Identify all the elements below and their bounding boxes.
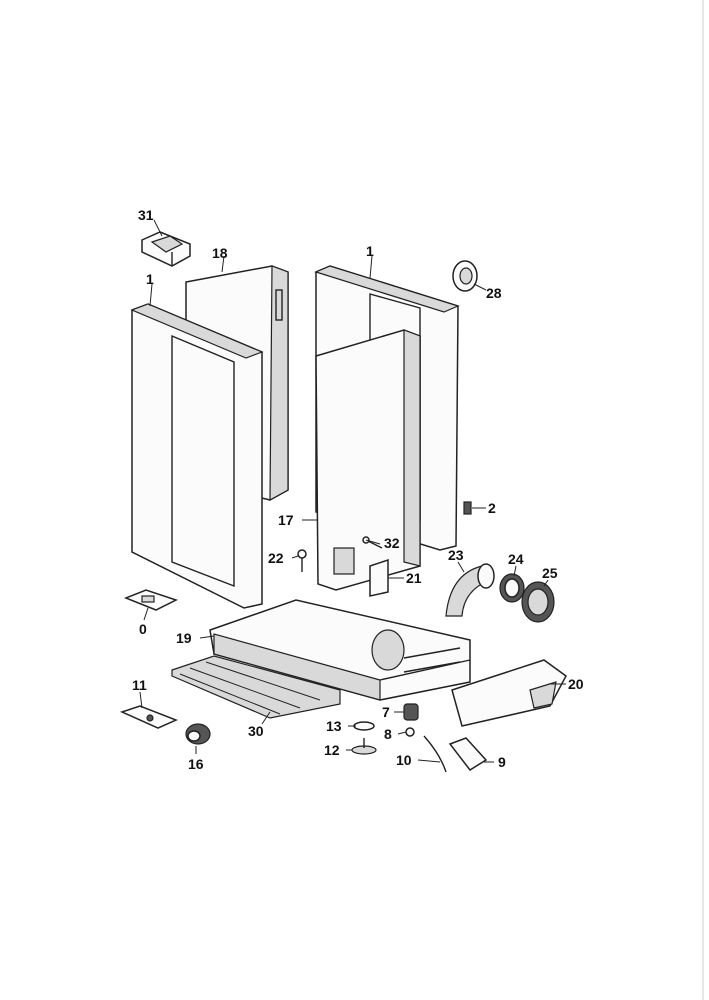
part-17-front-panel: [315, 329, 421, 591]
label-31: 31: [138, 207, 154, 223]
part-7-bushing: [403, 703, 419, 721]
leader-lines: [139, 219, 566, 763]
part-16-foot: [185, 723, 211, 745]
label-18: 18: [212, 245, 228, 261]
part-32-screw: [362, 536, 383, 549]
label-9: 9: [498, 754, 506, 770]
part-1-left-side-panel: [130, 303, 264, 609]
part-13-washer: [353, 721, 375, 731]
label-7: 7: [382, 704, 390, 720]
part-23-hose: [445, 563, 495, 617]
label-2: 2: [488, 500, 496, 516]
label-1-right: 1: [366, 243, 374, 259]
part-22-screw: [297, 549, 307, 572]
label-12: 12: [324, 742, 340, 758]
label-20: 20: [568, 676, 584, 692]
label-30: 30: [248, 723, 264, 739]
part-8-nut: [405, 727, 415, 737]
label-13: 13: [326, 718, 342, 734]
label-11: 11: [132, 677, 147, 693]
label-16: 16: [188, 756, 204, 772]
label-28: 28: [486, 285, 502, 301]
part-10-spring: [423, 735, 447, 773]
part-24-ring: [499, 573, 525, 603]
label-10: 10: [396, 752, 412, 768]
part-21-cover: [369, 558, 389, 597]
part-11-bracket: [119, 705, 178, 729]
part-25-cap: [521, 581, 555, 623]
label-19: 19: [176, 630, 192, 646]
label-25: 25: [542, 565, 558, 581]
label-0: 0: [139, 621, 147, 637]
part-12-foot: [351, 738, 377, 755]
part-19-base-frame: [209, 599, 471, 701]
part-30-mesh-tray: [171, 655, 341, 719]
part-20-drawer: [451, 659, 567, 727]
part-2-clip: [463, 501, 472, 515]
label-23: 23: [448, 547, 464, 563]
label-8: 8: [384, 726, 392, 742]
part-28-grommet: [452, 260, 478, 292]
label-32: 32: [384, 535, 400, 551]
label-21: 21: [406, 570, 422, 586]
part-labels: 31 18 1 1 28 2 17 32 22 21 23 24 25 0 19…: [132, 207, 584, 772]
label-24: 24: [508, 551, 524, 567]
label-22: 22: [268, 550, 284, 566]
label-17: 17: [278, 512, 294, 528]
part-0-plate: [123, 589, 178, 611]
part-9-pedal: [448, 737, 488, 771]
part-31-bracket: [141, 231, 191, 267]
label-1-left: 1: [146, 271, 154, 287]
